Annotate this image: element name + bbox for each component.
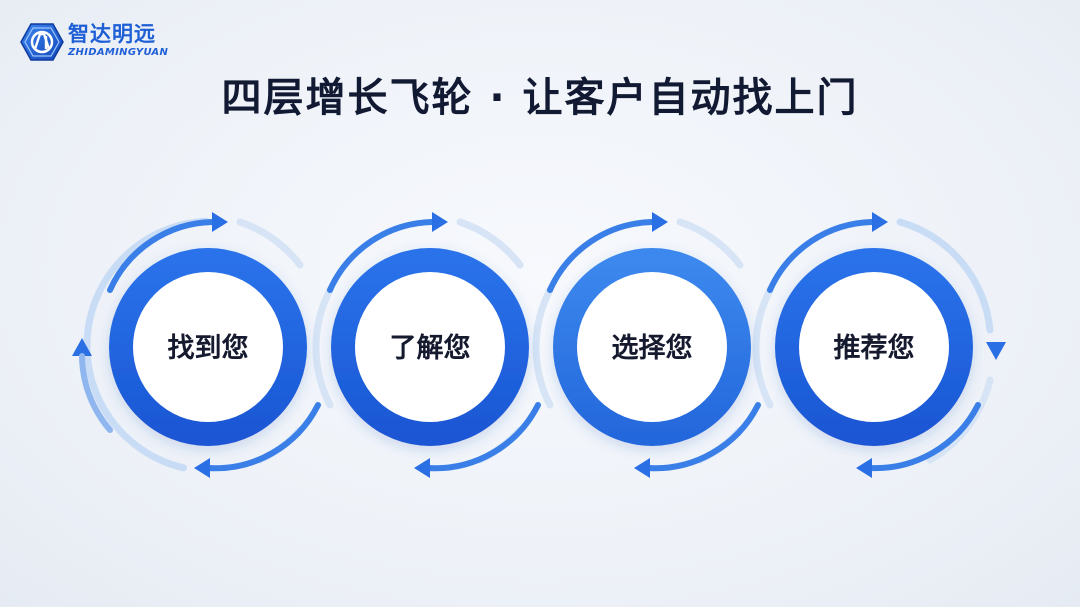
- forward-arc-3: [547, 219, 655, 293]
- arrow-left-icon: [414, 458, 430, 478]
- arrow-right-icon: [872, 212, 888, 232]
- logo: 智达明远 ZHIDAMINGYUAN: [20, 20, 170, 66]
- return-arc-4: [867, 402, 981, 472]
- arrow-left-icon: [856, 458, 872, 478]
- logo-subtitle: ZHIDAMINGYUAN: [68, 47, 169, 58]
- outer-arc-4-bottom: [926, 376, 994, 464]
- outer-arc-3-left: [532, 286, 554, 409]
- arrow-right-icon: [432, 212, 448, 232]
- outer-arc-4-left: [752, 286, 774, 409]
- stage-ring-1: [109, 248, 307, 446]
- forward-arc-2: [327, 219, 435, 293]
- arrow-right-icon: [652, 212, 668, 232]
- stage-ring-4: [775, 248, 973, 446]
- forward-arc-4: [767, 219, 875, 293]
- stage-rings: [109, 248, 973, 446]
- arrow-right-icon: [212, 212, 228, 232]
- stage-ring-3: [553, 248, 751, 446]
- arrow-left-icon: [634, 458, 650, 478]
- return-arc-1: [205, 402, 321, 472]
- arrow-left-icon: [194, 458, 210, 478]
- logo-ai-hexagon-icon: [20, 23, 64, 61]
- stage-ring-2: [331, 248, 529, 446]
- return-arc-3: [645, 402, 761, 472]
- outer-arc-3-top: [676, 218, 744, 269]
- forward-arc-1: [107, 219, 215, 293]
- return-arc-2: [425, 402, 541, 472]
- outer-arc-2-top: [456, 218, 524, 269]
- start-arc: [79, 353, 113, 433]
- return-arcs: [194, 402, 981, 478]
- stage-label-2: 了解您: [390, 332, 471, 364]
- arrow-up-icon: [72, 338, 92, 356]
- outer-arc-2-left: [312, 286, 334, 409]
- stage-label-3: 选择您: [612, 332, 693, 364]
- logo-name: 智达明远: [68, 22, 156, 46]
- stage-label-1: 找到您: [168, 332, 249, 364]
- outer-arc-1-top: [236, 218, 304, 269]
- stage-label-4: 推荐您: [834, 332, 915, 364]
- outer-arc-4-top: [896, 218, 994, 334]
- arrow-down-icon: [986, 342, 1006, 360]
- page-title: 四层增长飞轮 · 让客户自动找上门: [221, 75, 859, 121]
- forward-arcs: [107, 212, 888, 293]
- outer-arc-1-left: [83, 217, 210, 472]
